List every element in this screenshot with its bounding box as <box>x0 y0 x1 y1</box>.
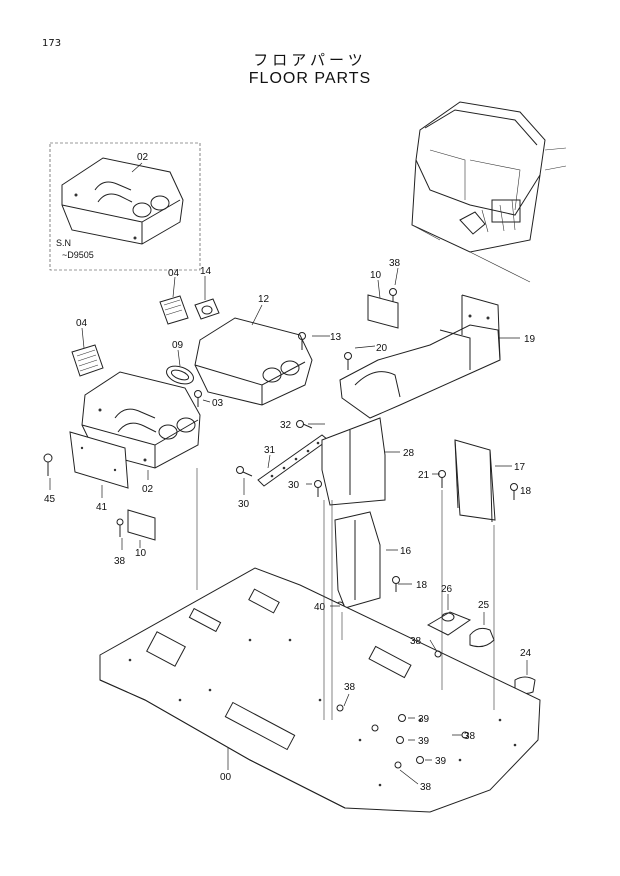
callout-39-a: 39 <box>418 714 430 725</box>
title-japanese: フロアパーツ <box>253 51 367 69</box>
serial-number-range: ~D9505 <box>62 250 94 260</box>
floor-plate <box>99 468 541 813</box>
callout-02: 02 <box>142 484 154 495</box>
callout-02-inset: 02 <box>137 152 149 163</box>
callout-18-right: 18 <box>520 486 532 497</box>
inset-earlier-serial: 02 S.N ~D9505 <box>49 142 201 271</box>
callout-14: 14 <box>200 266 212 277</box>
callout-28: 28 <box>403 448 415 459</box>
page-number: 173 <box>42 38 62 49</box>
callout-38-plate-left: 38 <box>344 682 356 693</box>
heater-unit-upper <box>159 288 399 406</box>
callout-19: 19 <box>524 334 536 345</box>
callout-labels: 04 14 12 10 38 13 19 04 09 20 03 32 31 2… <box>44 258 536 793</box>
support-bracket-19 <box>339 294 501 419</box>
callout-38-mid: 38 <box>410 636 422 647</box>
callout-41: 41 <box>96 502 108 513</box>
callout-38-bottom: 38 <box>420 782 432 793</box>
title-english: FLOOR PARTS <box>248 70 372 87</box>
callout-25: 25 <box>478 600 490 611</box>
callout-40: 40 <box>314 602 326 613</box>
callout-21: 21 <box>418 470 430 481</box>
callout-31: 31 <box>264 445 276 456</box>
bracket-17 <box>438 439 518 523</box>
callout-10-lower: 10 <box>135 548 147 559</box>
terminal-strip-31 <box>236 417 386 506</box>
callout-10-upper: 10 <box>370 270 382 281</box>
callout-04-upper: 04 <box>168 268 180 279</box>
heater-unit-main <box>43 344 202 541</box>
callout-32: 32 <box>280 420 292 431</box>
callout-04-left: 04 <box>76 318 88 329</box>
callout-13: 13 <box>330 332 342 343</box>
callout-38-upper: 38 <box>389 258 401 269</box>
callout-24: 24 <box>520 648 532 659</box>
cab-locator-view <box>411 101 567 283</box>
callout-03: 03 <box>212 398 224 409</box>
callout-09: 09 <box>172 340 184 351</box>
callout-26: 26 <box>441 584 453 595</box>
callout-12: 12 <box>258 294 270 305</box>
serial-number-label: S.N <box>56 238 71 248</box>
callout-00: 00 <box>220 772 232 783</box>
callout-18-lower: 18 <box>416 580 428 591</box>
callout-17: 17 <box>514 462 526 473</box>
callout-39-b: 39 <box>418 736 430 747</box>
callout-39-c: 39 <box>435 756 447 767</box>
callout-20: 20 <box>376 343 388 354</box>
bracket-16 <box>334 511 400 611</box>
callout-30-right: 30 <box>288 480 300 491</box>
mount-parts <box>426 611 536 695</box>
callout-30-left: 30 <box>238 499 250 510</box>
callout-leaders <box>49 267 528 785</box>
callout-38-lower-left: 38 <box>114 556 126 567</box>
callout-38-plate-right: 38 <box>464 731 476 742</box>
callout-45: 45 <box>44 494 56 505</box>
callout-16: 16 <box>400 546 412 557</box>
